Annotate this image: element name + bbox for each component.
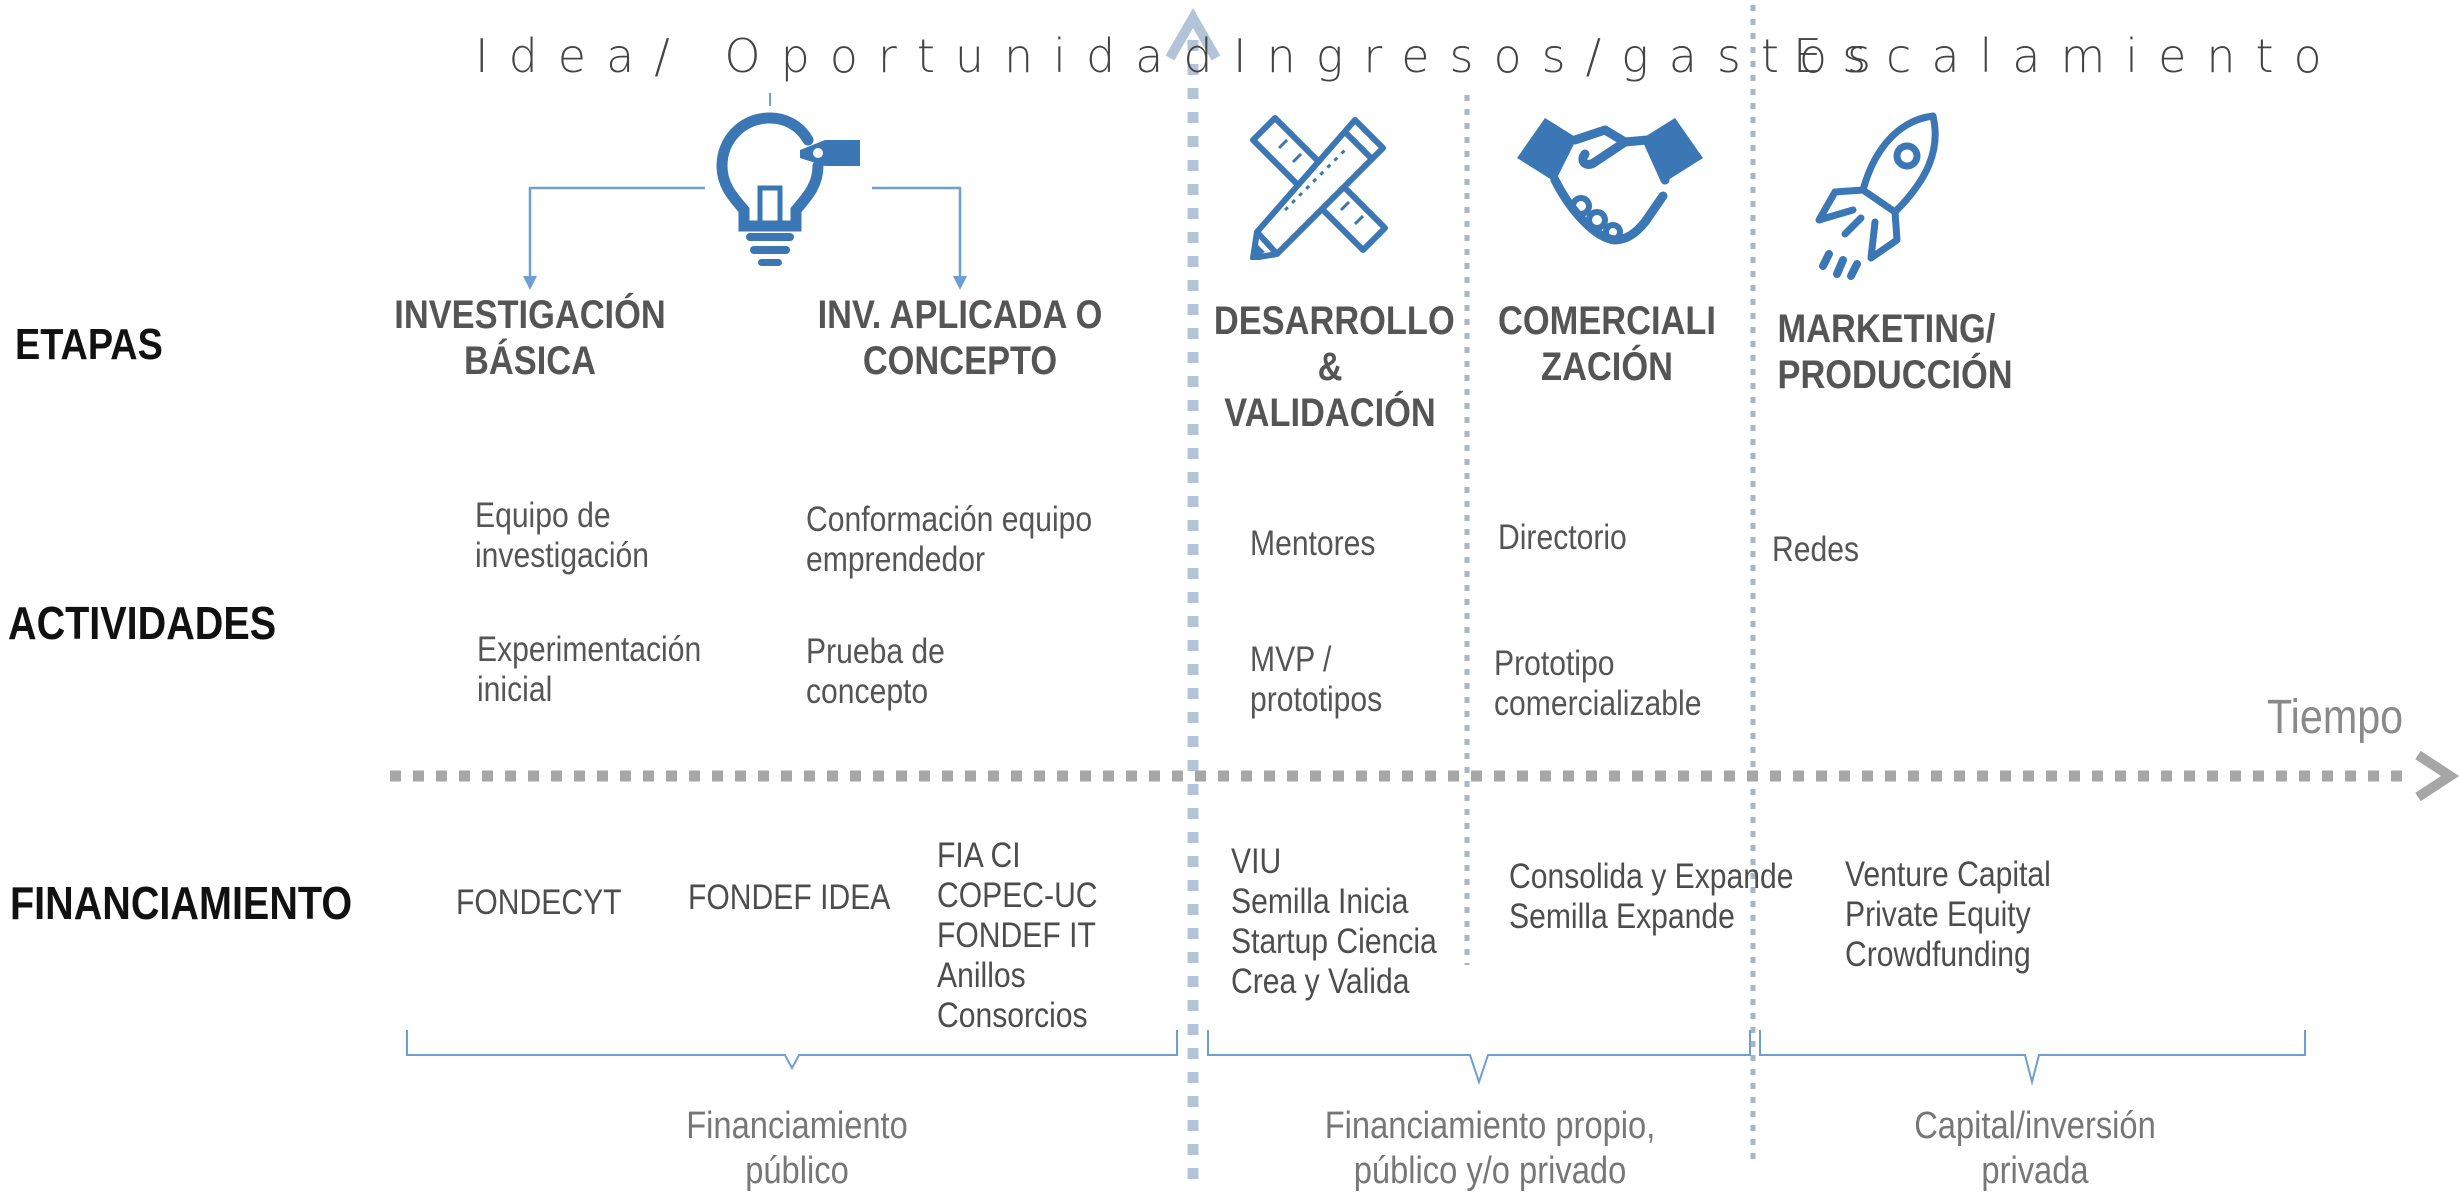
funding-vc-group: Venture Capital Private Equity Crowdfund… [1845, 855, 2051, 974]
funding-viu-group: VIU Semilla Inicia Startup Ciencia Crea … [1231, 842, 1437, 1001]
brace-label-mixto: Financiamiento propio, público y/o priva… [1324, 1105, 1656, 1192]
brace-label-privado: Capital/inversión privada [1914, 1105, 2156, 1192]
brace-privado [1759, 1030, 2306, 1086]
stage-marketing: MARKETING/ PRODUCCIÓN [1777, 307, 2013, 397]
activity-mvp: MVP / prototipos [1250, 640, 1383, 719]
phase-idea: Idea/ Oportunidad [475, 29, 1233, 83]
brace-label-publico: Financiamiento público [686, 1105, 908, 1192]
stage-desarrollo: DESARROLLO & VALIDACIÓN [1213, 299, 1455, 435]
rocket-icon [1815, 112, 1939, 280]
vertical-axis-arrowhead [1165, 7, 1221, 61]
arrow-to-investigacion [528, 186, 705, 278]
activity-mentores: Mentores [1250, 524, 1376, 563]
phase-escalamiento: Escalamiento [1793, 29, 2342, 83]
row-actividades: ACTIVIDADES [8, 597, 277, 649]
arrow-to-aplicada [872, 186, 962, 278]
row-etapas: ETAPAS [15, 320, 163, 369]
lightbulb-icon [716, 93, 860, 266]
stage-aplicada: INV. APLICADA O CONCEPTO [817, 293, 1103, 383]
funding-fondef-idea: FONDEF IDEA [688, 878, 891, 917]
funding-fia-group: FIA CI COPEC-UC FONDEF IT Anillos Consor… [937, 836, 1098, 1035]
activity-redes: Redes [1772, 530, 1860, 569]
activity-conformacion: Conformación equipo emprendedor [806, 500, 1093, 579]
row-financiamiento: FINANCIAMIENTO [10, 877, 353, 929]
activity-equipo-investigacion: Equipo de investigación [475, 496, 650, 575]
activity-experimentacion: Experimentación inicial [477, 630, 702, 709]
pencil-ruler-icon [1250, 115, 1388, 260]
activity-prototipo: Prototipo comercializable [1494, 644, 1702, 723]
activity-directorio: Directorio [1498, 518, 1627, 557]
handshake-icon [1517, 118, 1703, 245]
time-axis-arrowhead [2415, 750, 2459, 802]
brace-mixto [1207, 1030, 1751, 1086]
brace-publico [406, 1030, 1178, 1071]
funding-fondecyt: FONDECYT [456, 883, 622, 922]
stage-comercializacion: COMERCIALI ZACIÓN [1498, 299, 1716, 389]
phase-ingresos: Ingresos/gastos [1233, 29, 1892, 83]
time-label: Tiempo [2267, 691, 2404, 744]
stage-investigacion: INVESTIGACIÓN BÁSICA [394, 293, 666, 383]
funding-consolida-group: Consolida y Expande Semilla Expande [1509, 857, 1794, 936]
activity-prueba: Prueba de concepto [806, 632, 945, 711]
